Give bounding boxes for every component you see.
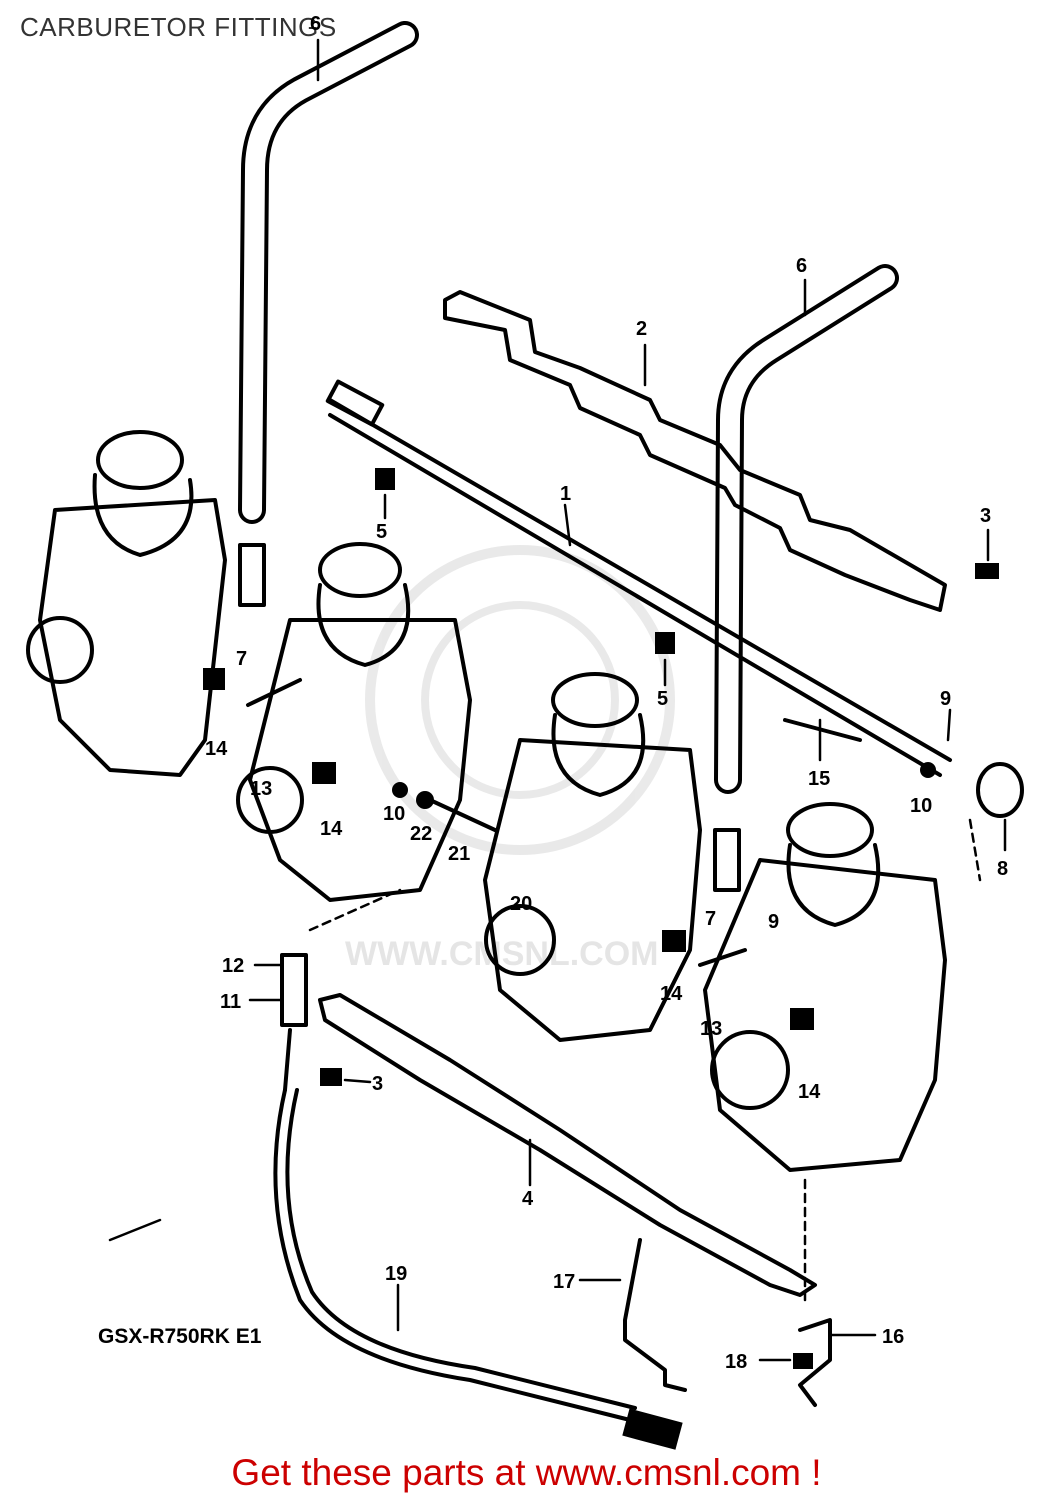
callout-9: 9 <box>940 688 951 710</box>
small-hardware <box>108 468 1024 1450</box>
callout-2: 2 <box>636 318 647 340</box>
throttle-cable <box>273 1088 632 1422</box>
callout-8: 8 <box>997 858 1008 880</box>
callout-15: 15 <box>808 768 830 790</box>
callout-18: 18 <box>725 1351 747 1373</box>
callout-7: 7 <box>705 908 716 930</box>
callout-14: 14 <box>205 738 228 760</box>
callout-6: 6 <box>796 255 807 277</box>
lower-bracket <box>318 993 817 1297</box>
callout-19: 19 <box>385 1263 407 1285</box>
callout-9: 9 <box>768 911 779 933</box>
cable-bracket <box>798 1318 832 1407</box>
callout-3: 3 <box>980 505 991 527</box>
callout-21: 21 <box>448 843 470 865</box>
carburetor-1 <box>26 430 227 777</box>
callout-1: 1 <box>560 483 571 505</box>
callout-16: 16 <box>882 1326 904 1348</box>
callout-14: 14 <box>320 818 343 840</box>
throttle-shaft <box>325 379 952 777</box>
carburetor-2 <box>236 542 472 902</box>
callout-22: 22 <box>410 823 432 845</box>
carburetor-4 <box>703 802 947 1172</box>
callout-leaders <box>248 38 1007 1362</box>
callout-14: 14 <box>660 983 683 1005</box>
callout-6: 6 <box>310 13 321 35</box>
callout-10: 10 <box>910 795 932 817</box>
watermark: WWW.CMSNL.COM <box>345 545 675 973</box>
vent-tube-right <box>714 264 899 794</box>
link-rod <box>623 1238 687 1392</box>
diagram-title: CARBURETOR FITTINGS <box>20 12 337 42</box>
vent-tube-left <box>238 21 419 524</box>
callout-13: 13 <box>250 778 272 800</box>
callout-4: 4 <box>522 1188 534 1210</box>
callout-14: 14 <box>798 1081 821 1103</box>
callout-5: 5 <box>376 521 387 543</box>
callout-10: 10 <box>383 803 405 825</box>
leader-lines <box>308 818 982 1302</box>
callout-3: 3 <box>372 1073 383 1095</box>
callout-7: 7 <box>236 648 247 670</box>
callout-20: 20 <box>510 893 532 915</box>
callout-17: 17 <box>553 1271 575 1293</box>
upper-bracket <box>443 290 947 612</box>
callout-labels: 6 6 2 1 3 5 5 7 7 14 14 14 14 13 13 10 1… <box>205 13 1008 1373</box>
callout-5: 5 <box>657 688 668 710</box>
callout-13: 13 <box>700 1018 722 1040</box>
model-label: GSX-R750RK E1 <box>98 1325 262 1348</box>
callout-11: 11 <box>220 991 241 1013</box>
carburetor-3 <box>483 672 702 1042</box>
promo-link[interactable]: Get these parts at www.cmsnl.com ! <box>231 1452 822 1493</box>
callout-12: 12 <box>222 955 244 977</box>
